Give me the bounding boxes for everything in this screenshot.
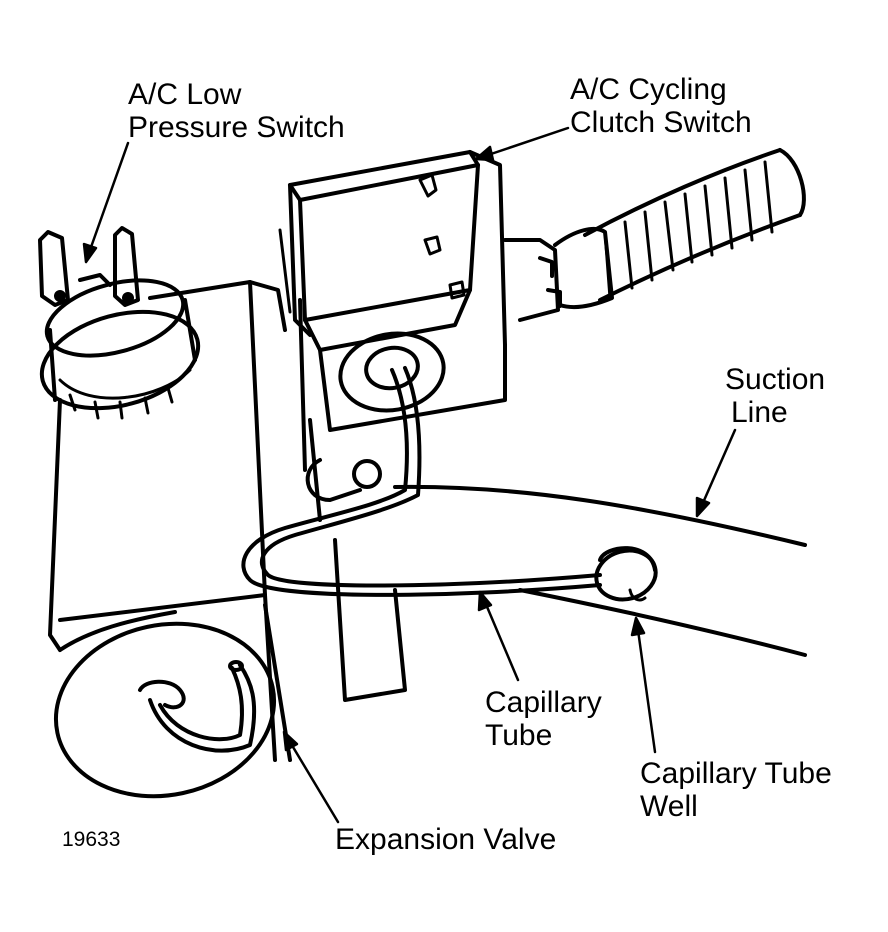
- suction-line: [393, 484, 807, 657]
- label-suction-line: Suction Line: [725, 363, 825, 429]
- label-line: Line: [731, 396, 788, 429]
- low-pressure-switch: [38, 226, 201, 420]
- label-line: A/C Cycling: [570, 73, 727, 106]
- wiring-harness: [553, 148, 806, 309]
- label-line: Well: [640, 790, 698, 823]
- label-line: A/C Low: [128, 78, 242, 111]
- capillary-tube: [241, 366, 658, 602]
- label-capillary-tube: Capillary Tube: [485, 686, 602, 752]
- cycling-clutch-switch: [278, 150, 562, 502]
- expansion-valve: [53, 621, 277, 799]
- label-line: Capillary Tube: [640, 757, 832, 790]
- label-low-pressure-switch: A/C Low Pressure Switch: [128, 78, 345, 144]
- figure-number: 19633: [62, 828, 121, 851]
- label-line: Suction: [725, 363, 826, 396]
- label-line: Tube: [485, 719, 553, 752]
- label-line: Pressure Switch: [128, 111, 345, 144]
- leader-arrows: [82, 126, 737, 824]
- label-line: Clutch Switch: [570, 106, 752, 139]
- label-capillary-tube-well: Capillary Tube Well: [640, 757, 832, 823]
- label-cycling-clutch-switch: A/C Cycling Clutch Switch: [570, 73, 752, 139]
- label-expansion-valve: Expansion Valve: [335, 823, 556, 856]
- label-line: Expansion Valve: [335, 823, 557, 856]
- label-line: Capillary: [485, 686, 602, 719]
